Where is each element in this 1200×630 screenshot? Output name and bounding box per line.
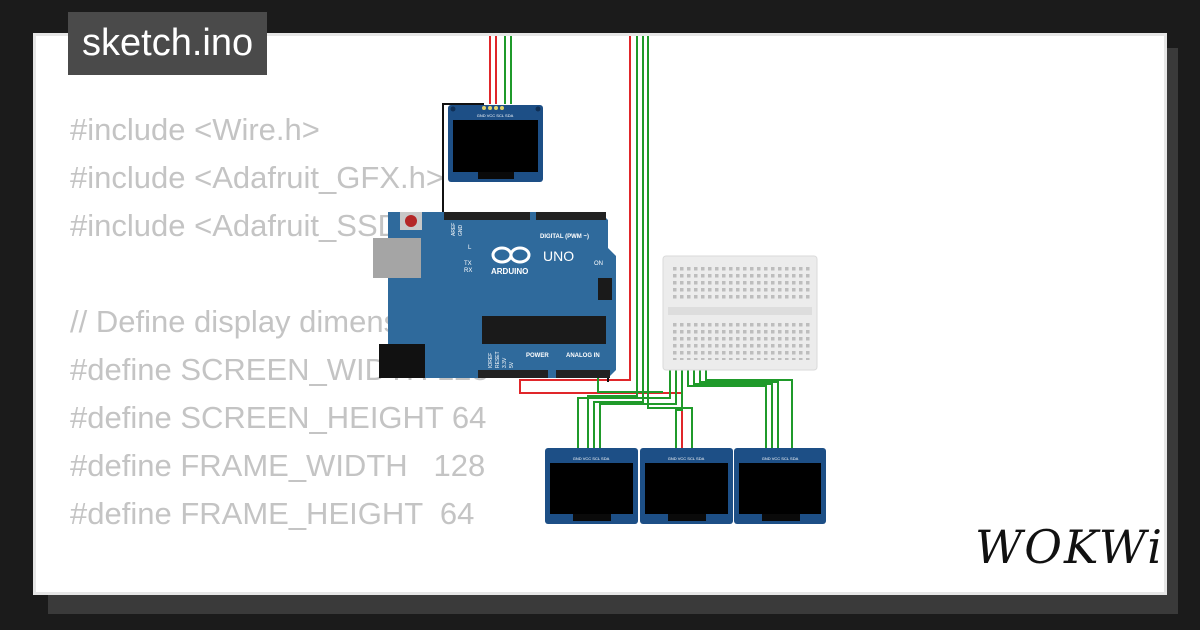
label-rx: RX	[464, 268, 472, 274]
arduino-logo-icon	[491, 246, 531, 264]
label-digital: DIGITAL (PWM ~)	[540, 234, 589, 240]
oled-pin-labels: GND VCC SCL SDA	[668, 456, 705, 461]
breadboard[interactable]	[662, 255, 818, 371]
header-power	[478, 370, 548, 378]
header-digital-right	[536, 212, 606, 220]
code-line: #include <Wire.h>	[70, 112, 320, 147]
power-jack	[379, 344, 425, 378]
wire-green	[675, 355, 683, 455]
arduino-uno-board[interactable]: UNO ARDUINO DIGITAL (PWM ~) POWER ANALOG…	[373, 212, 616, 378]
label-power: POWER	[526, 353, 549, 359]
pin-header	[482, 106, 486, 110]
label-ioref: IOREF	[488, 353, 494, 368]
oled-display-2[interactable]: GND VCC SCL SDA	[640, 448, 733, 524]
wire-green	[577, 355, 671, 455]
oled-pin-labels: GND VCC SCL SDA	[573, 456, 610, 461]
pin-header	[500, 106, 504, 110]
header-digital-left	[444, 212, 530, 220]
icsp-header	[598, 278, 612, 300]
board-name-arduino: ARDUINO	[491, 267, 528, 276]
oled-pin-labels: GND VCC SCL SDA	[477, 113, 514, 118]
wire-green	[587, 36, 638, 455]
label-gnd: GND	[458, 225, 464, 237]
label-3v3: 3.3V	[502, 357, 508, 368]
oled-display-top[interactable]: GND VCC SCL SDA	[448, 105, 543, 182]
label-5v: 5V	[509, 361, 515, 368]
code-line: #define FRAME_WIDTH 128	[70, 448, 486, 483]
wire-green	[599, 355, 677, 455]
breadboard-holes	[672, 264, 810, 360]
usb-port	[373, 238, 421, 278]
code-line: #define FRAME_HEIGHT 64	[70, 496, 475, 531]
code-line: #include <Adafruit_GFX.h>	[70, 160, 444, 195]
wires	[442, 36, 793, 455]
label-l: L	[468, 245, 472, 251]
oled-display-3[interactable]: GND VCC SCL SDA	[734, 448, 826, 524]
header-analog	[556, 370, 610, 378]
oled-display-1[interactable]: GND VCC SCL SDA	[545, 448, 638, 524]
wire-green	[647, 36, 693, 455]
pin-header	[488, 106, 492, 110]
wire-green	[593, 36, 644, 455]
reset-button-cap	[405, 215, 417, 227]
label-analog: ANALOG IN	[566, 353, 600, 359]
pin-header	[494, 106, 498, 110]
label-aref: AREF	[451, 223, 457, 236]
code-line: #define SCREEN_HEIGHT 64	[70, 400, 487, 435]
atmega-chip	[482, 316, 606, 344]
label-on: ON	[594, 261, 603, 267]
label-reset: RESET	[495, 351, 501, 368]
board-name-uno: UNO	[543, 248, 574, 264]
label-tx: TX	[464, 261, 472, 267]
oled-pin-labels: GND VCC SCL SDA	[762, 456, 799, 461]
wokwi-logo: WOKWi	[975, 520, 1164, 574]
wire-green	[597, 376, 663, 393]
file-tab[interactable]: sketch.ino	[68, 12, 268, 75]
